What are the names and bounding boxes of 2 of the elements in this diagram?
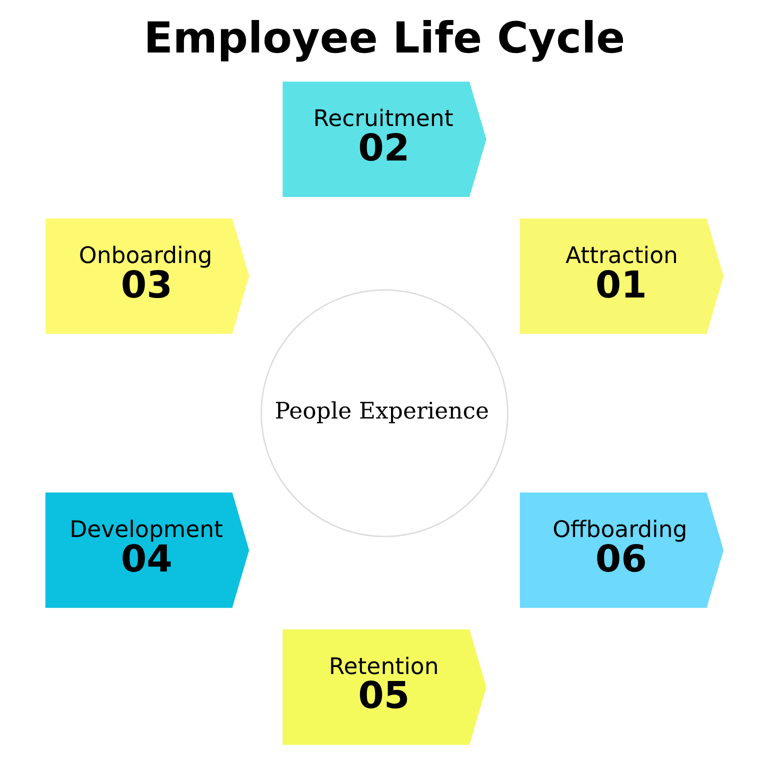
node-circle: People Experience xyxy=(260,289,508,538)
diagram-title: Employee Life Cycle xyxy=(143,13,625,64)
